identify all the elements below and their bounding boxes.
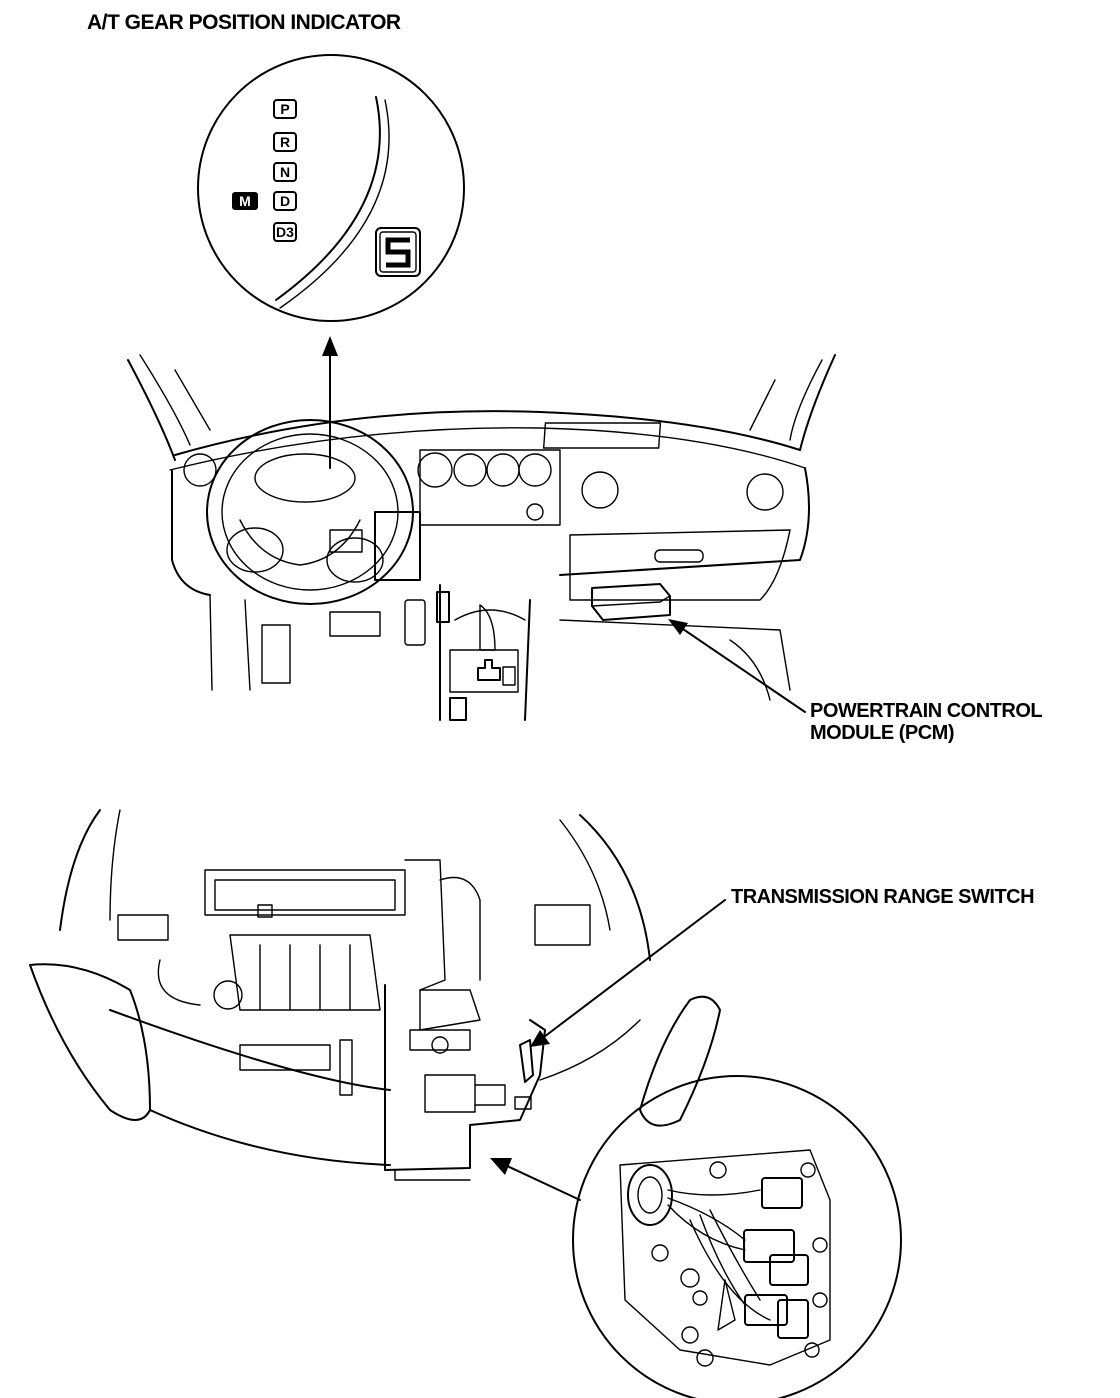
gear-p-box: P xyxy=(273,99,297,119)
transmission-range-switch-part xyxy=(514,1039,534,1110)
gear-n-box: N xyxy=(273,162,297,182)
display-digit-glyph xyxy=(385,237,411,268)
gauge-arc-inner xyxy=(279,99,390,309)
gear-d3-text: D3 xyxy=(276,224,294,240)
pcm-callout-line2: MODULE (PCM) xyxy=(810,722,954,744)
gear-r-text: R xyxy=(280,134,290,150)
mode-m-box: M xyxy=(232,192,258,210)
diagram-title: A/T GEAR POSITION INDICATOR xyxy=(87,11,401,34)
pcm-callout-arrow xyxy=(668,619,806,713)
seven-segment-display xyxy=(375,227,421,277)
dashboard-illustration xyxy=(127,354,836,721)
gear-indicator-detail: P R N D D3 M xyxy=(197,54,465,322)
pcm-callout-label: POWERTRAIN CONTROL MODULE (PCM) xyxy=(810,700,1043,744)
transmission-range-switch-label: TRANSMISSION RANGE SWITCH xyxy=(731,886,1035,908)
gear-d-text: D xyxy=(280,193,290,209)
gauge-arc-outer xyxy=(275,96,381,301)
gear-n-text: N xyxy=(280,164,290,180)
gear-d3-box: D3 xyxy=(273,222,297,242)
indicator-arrow xyxy=(322,336,338,469)
detail-circle-top xyxy=(197,54,465,322)
pcm-callout-line1: POWERTRAIN CONTROL xyxy=(810,700,1043,722)
gear-r-box: R xyxy=(273,132,297,152)
pcm-module xyxy=(591,583,671,621)
trs-callout-arrow xyxy=(530,899,726,1047)
engine-bay-illustration xyxy=(29,809,721,1181)
mode-m-text: M xyxy=(239,193,251,209)
detail-circle-bottom xyxy=(572,1075,902,1398)
gear-d-box: D xyxy=(273,191,297,211)
gear-p-text: P xyxy=(280,101,289,117)
switch-detail xyxy=(490,1075,902,1398)
